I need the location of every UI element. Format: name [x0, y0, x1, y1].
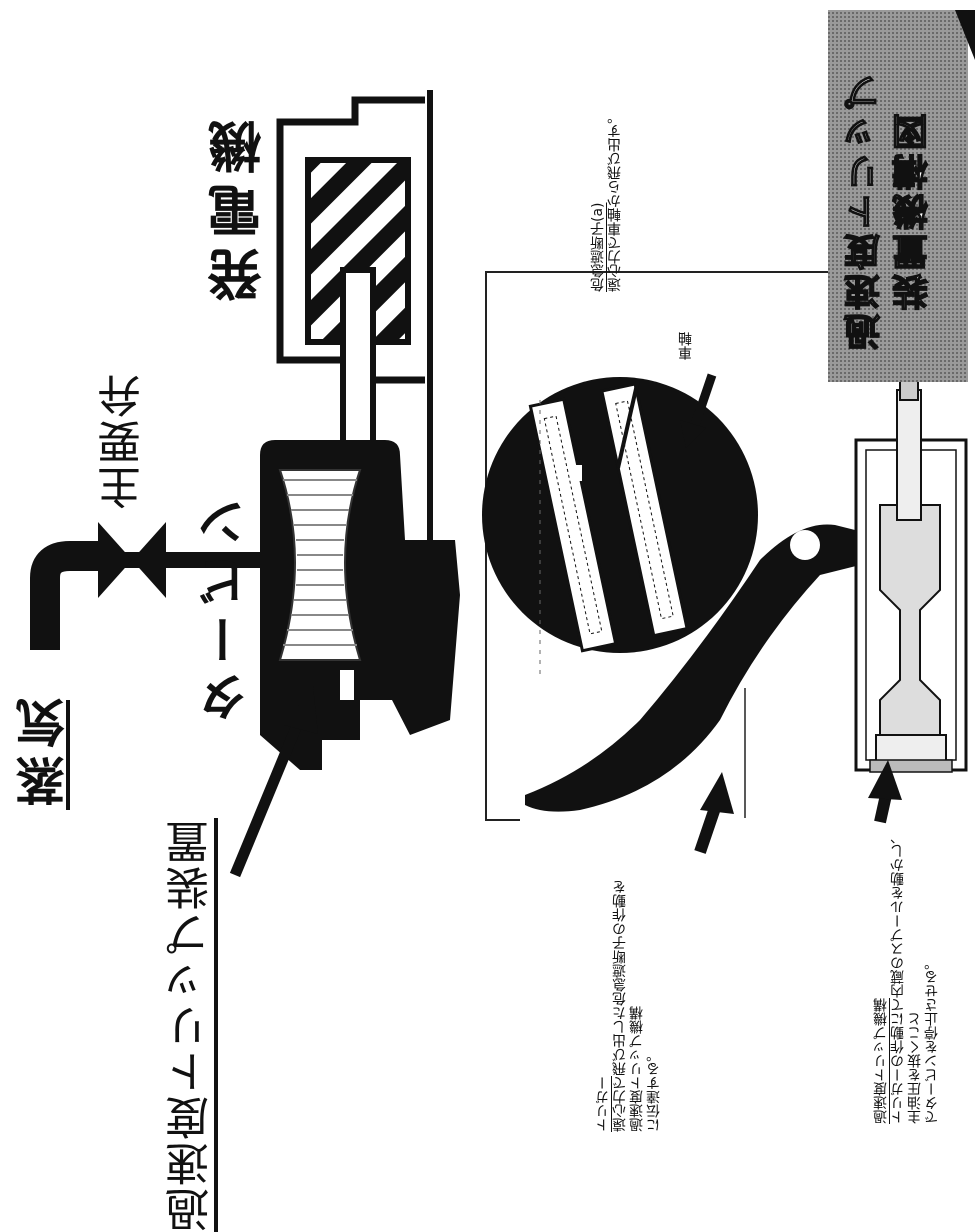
bolt-desc: 遠心力で車軸から飛び出す。 — [607, 110, 623, 292]
turbine-casing — [260, 440, 460, 770]
stamp-line-1: 過速度トリップ — [844, 69, 887, 351]
bolt-annotation: 危急遮断子(a) 遠心力で車軸から飛び出す。 — [590, 110, 624, 292]
trigger-annotation: トリガー 遠心力で飛び出した危急遮断子の作動を 過速度トリップ機構 に伝達する。 — [595, 880, 663, 1132]
title-stamp-bg — [828, 10, 968, 382]
trip-mechanism — [854, 379, 968, 773]
trigger-arrow — [694, 772, 734, 854]
mechanism-annotation: 過速度トリップ機構 トリガーの作動にて内蔵のスプールを動かし、 主油圧を抜くこと… — [873, 830, 941, 1124]
generator-label: 発電機 — [208, 110, 271, 302]
steam-arrow — [66, 700, 70, 810]
mechanism-title: 過速度トリップ機構 — [873, 998, 889, 1124]
trigger-line-1: 遠心力で飛び出した危急遮断子の作動を — [612, 880, 628, 1132]
mechanism-line-2: 主油圧を抜くこと — [907, 1012, 923, 1124]
mechanism-arrow — [868, 760, 902, 824]
overspeed-trip-diagram — [30, 10, 975, 878]
device-arrow — [229, 686, 318, 878]
trigger-title: トリガー — [595, 1076, 611, 1132]
trigger-line-2: 過速度トリップ機構 — [629, 1006, 645, 1132]
trigger-lever — [525, 524, 915, 812]
bolt-arrow — [616, 379, 640, 469]
stamp-line-2: 装置機構図 — [892, 109, 935, 311]
turbine-shaft-end — [340, 670, 354, 700]
shaft-label: 車軸 — [678, 332, 694, 360]
mechanism-line-3: でタービンを停止させる。 — [924, 956, 940, 1124]
main-valve-label: 主要弁 — [98, 372, 149, 510]
turbine-shaft — [340, 267, 376, 449]
turbine-label: タービン — [197, 490, 255, 722]
device-title: 過速度トリップ装置 — [166, 818, 217, 1232]
shaft-arrow — [680, 373, 717, 448]
bolt-title: 危急遮断子(a) — [590, 202, 606, 292]
main-valve — [98, 522, 166, 598]
mechanism-line-1: トリガーの作動にて内蔵のスプールを動かし、 — [890, 830, 906, 1124]
trigger-line-3: に伝達する。 — [646, 1048, 662, 1132]
